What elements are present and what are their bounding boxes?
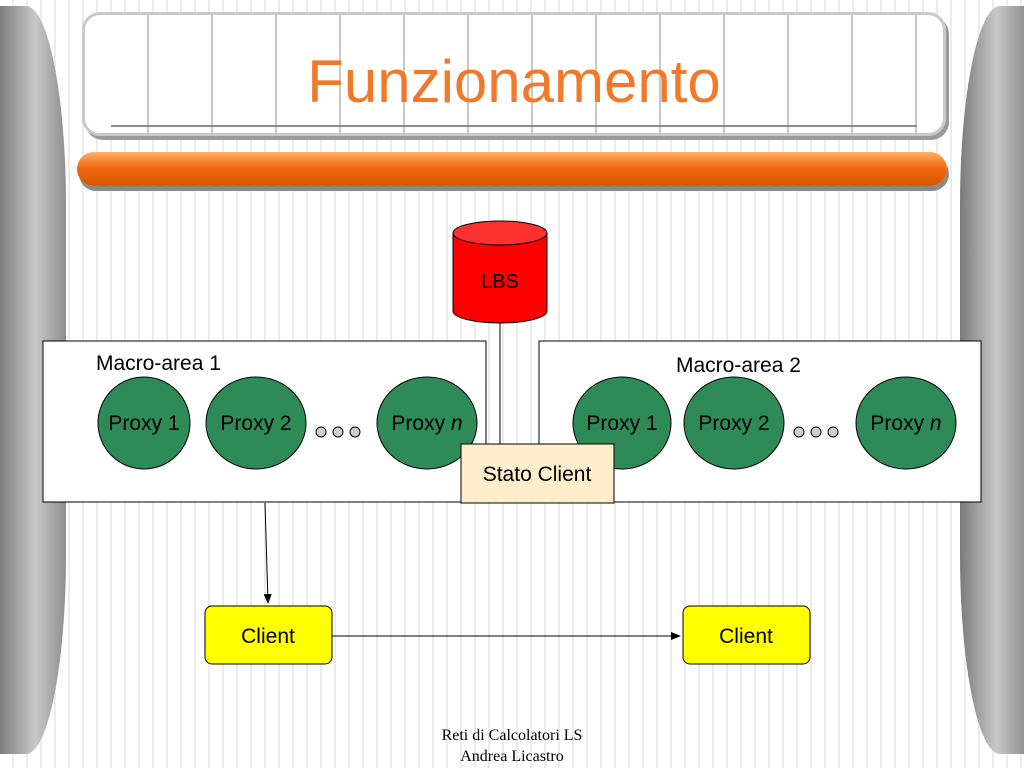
proxy-label-prefix: Proxy — [870, 412, 930, 435]
macro-area-2-label: Macro-area 2 — [676, 354, 801, 377]
stato-client-label: Stato Client — [483, 463, 592, 486]
macro-area-1-label: Macro-area 1 — [96, 352, 221, 375]
lbs-cylinder-body — [452, 233, 548, 324]
lbs-label: LBS — [481, 271, 519, 293]
client-left: Client — [204, 605, 333, 665]
client-right: Client — [682, 605, 811, 665]
page-title: Funzionamento — [307, 48, 721, 115]
macro-area-1-proxy-1: Proxy 1 — [97, 376, 191, 470]
macro-area-1-proxy-n: Proxy n — [376, 376, 478, 470]
footer-course: Reti di Calcolatori LS — [441, 727, 583, 744]
footer: Reti di Calcolatori LS Andrea Licastro — [362, 725, 662, 767]
macro-area-2-ellipsis-dots — [793, 426, 839, 438]
proxy-label: Proxy n — [391, 412, 462, 435]
macro-area-2-proxy-n: Proxy n — [855, 376, 957, 470]
proxy-label-prefix: Proxy — [391, 412, 451, 435]
footer-author: Andrea Licastro — [460, 748, 564, 765]
title-frame — [82, 12, 946, 136]
proxy-label-n: n — [451, 412, 463, 435]
stato-client-box: Stato Client — [460, 443, 615, 504]
client-right-label: Client — [719, 625, 773, 648]
client-left-label: Client — [241, 625, 295, 648]
proxy-label: Proxy n — [870, 412, 941, 435]
proxy-label: Proxy 2 — [220, 412, 291, 435]
macro-area-2-proxy-2: Proxy 2 — [683, 376, 785, 470]
macro-area-to-client-arrow — [263, 502, 272, 604]
proxy-label-n: n — [930, 412, 942, 435]
macro-area-1-ellipsis-dots — [315, 426, 361, 438]
lbs-cylinder-top — [452, 220, 548, 246]
proxy-label: Proxy 1 — [108, 412, 179, 435]
title-underline-bar — [77, 152, 947, 186]
macro-area-1-proxy-2: Proxy 2 — [205, 376, 307, 470]
proxy-label: Proxy 2 — [698, 412, 769, 435]
lbs-database: LBS — [452, 220, 548, 324]
proxy-label: Proxy 1 — [586, 412, 657, 435]
